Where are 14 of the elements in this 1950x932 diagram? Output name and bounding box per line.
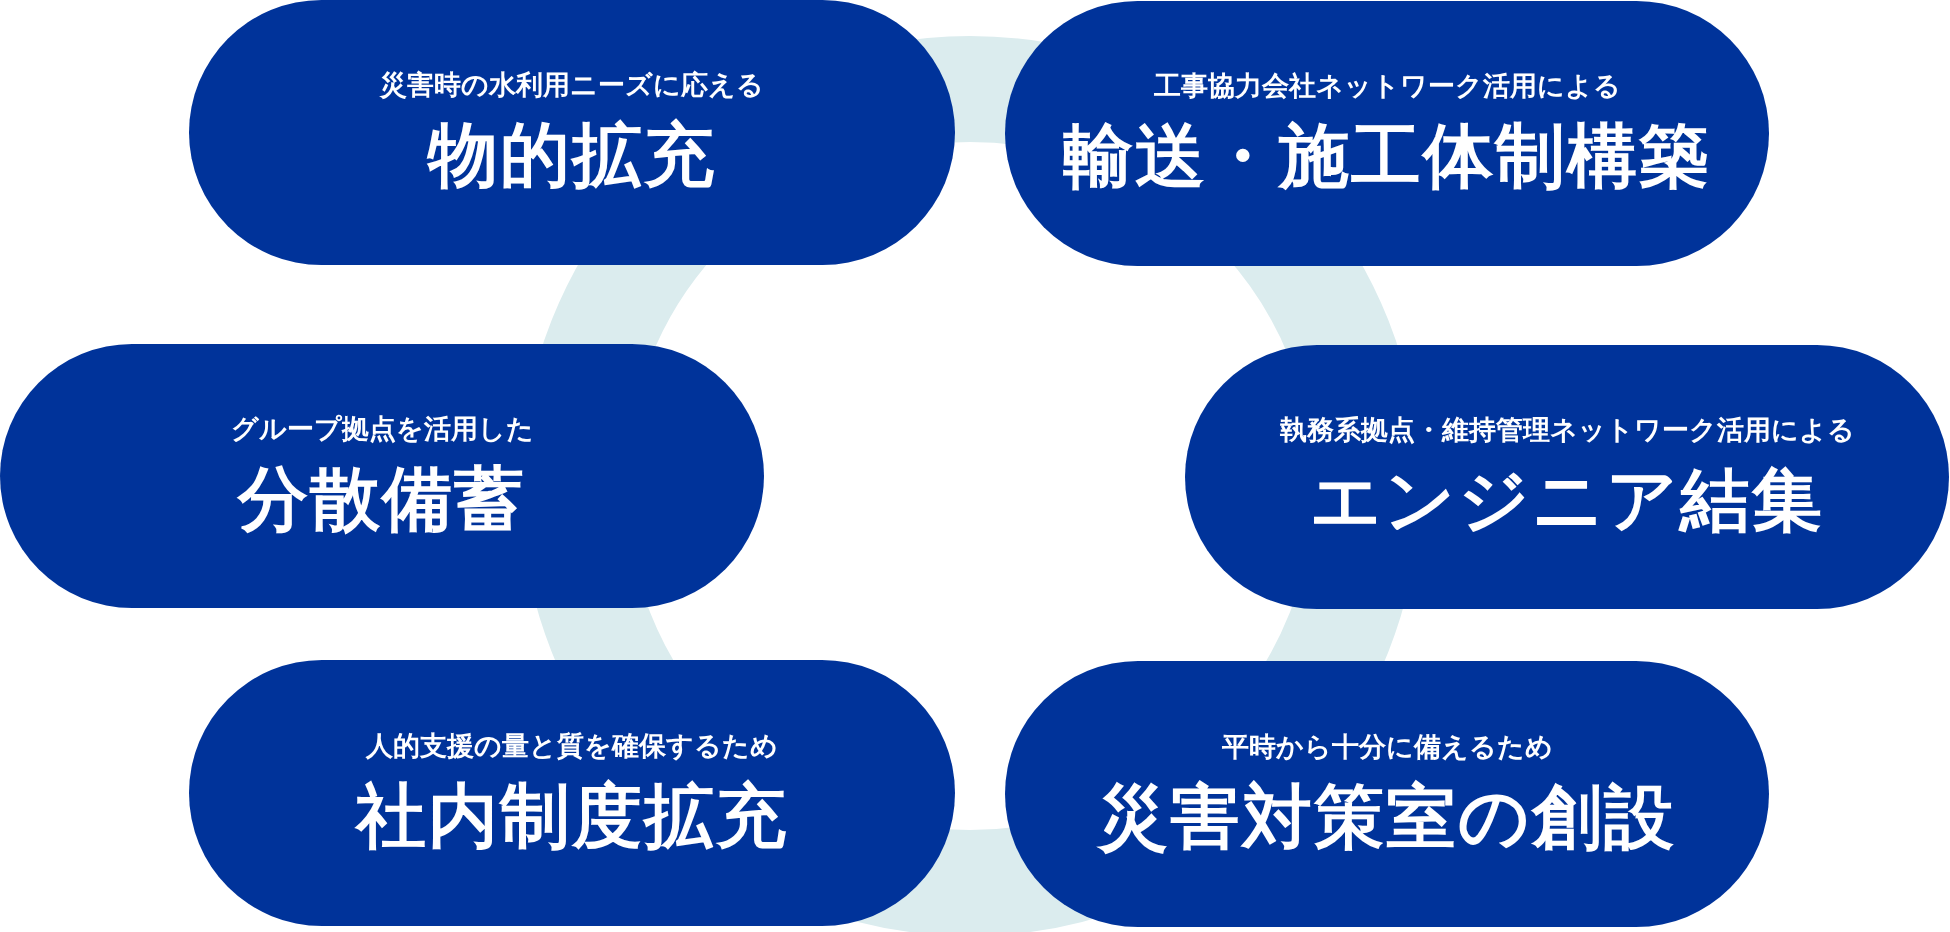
pill-subtitle: 人的支援の量と質を確保するため	[366, 729, 778, 762]
pill-title: 物的拡充	[428, 115, 716, 196]
pill-subtitle: グループ拠点を活用した	[230, 412, 534, 445]
rounded-pill-box	[1185, 345, 1949, 609]
pill-title: 輸送・施工体制構築	[1063, 116, 1711, 197]
pill-title: 社内制度拡充	[356, 775, 788, 857]
pill-subtitle: 工事協力会社ネットワーク活用による	[1153, 70, 1621, 103]
pill-subtitle: 執務系拠点・維持管理ネットワーク活用による	[1279, 413, 1855, 446]
pill-title: エンジニア結集	[1310, 459, 1824, 541]
pill-title: 分散備蓄	[238, 458, 526, 540]
rounded-pill-box	[0, 344, 764, 608]
pill-subtitle: 平時から十分に備えるため	[1221, 730, 1553, 763]
pill-title: 災害対策室の創設	[1098, 776, 1676, 858]
pill-subtitle: 災害時の水利用ニーズに応える	[380, 69, 764, 102]
